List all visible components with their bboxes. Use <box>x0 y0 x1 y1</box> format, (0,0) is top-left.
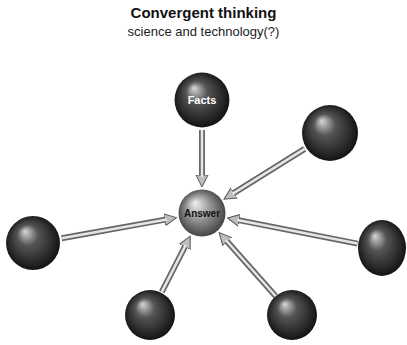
node-label: Facts <box>188 94 217 106</box>
answer-sphere: Answer <box>178 189 226 237</box>
arrow-inner <box>226 240 276 296</box>
arrow-inner <box>233 149 305 194</box>
sphere <box>358 220 406 276</box>
facts-sphere: Facts <box>174 72 230 128</box>
sphere-fill <box>175 73 230 128</box>
arrow-inner <box>237 220 357 244</box>
decor-arrows <box>62 149 358 296</box>
blank-spheres <box>6 105 406 340</box>
sphere <box>125 290 175 340</box>
arrow <box>237 220 357 244</box>
subtitle-label: science and technology(?) <box>0 24 407 39</box>
sphere-fill <box>178 189 225 236</box>
node-text-wrap: Answer <box>184 208 220 219</box>
sphere <box>302 105 358 161</box>
sphere <box>267 290 317 340</box>
arrow <box>233 149 305 194</box>
node-label: Answer <box>184 208 220 219</box>
diagram-title: Convergent thinking <box>0 4 407 21</box>
arrow-connector <box>202 130 203 177</box>
node-text-wrap: Facts <box>188 94 217 106</box>
arrow <box>62 219 167 238</box>
connector-line <box>201 130 204 177</box>
arrow-inner <box>162 245 186 292</box>
sphere <box>6 216 60 270</box>
arrow-inner <box>62 219 167 238</box>
arrow <box>162 245 186 292</box>
arrow <box>226 240 276 296</box>
connector-line <box>199 130 205 177</box>
